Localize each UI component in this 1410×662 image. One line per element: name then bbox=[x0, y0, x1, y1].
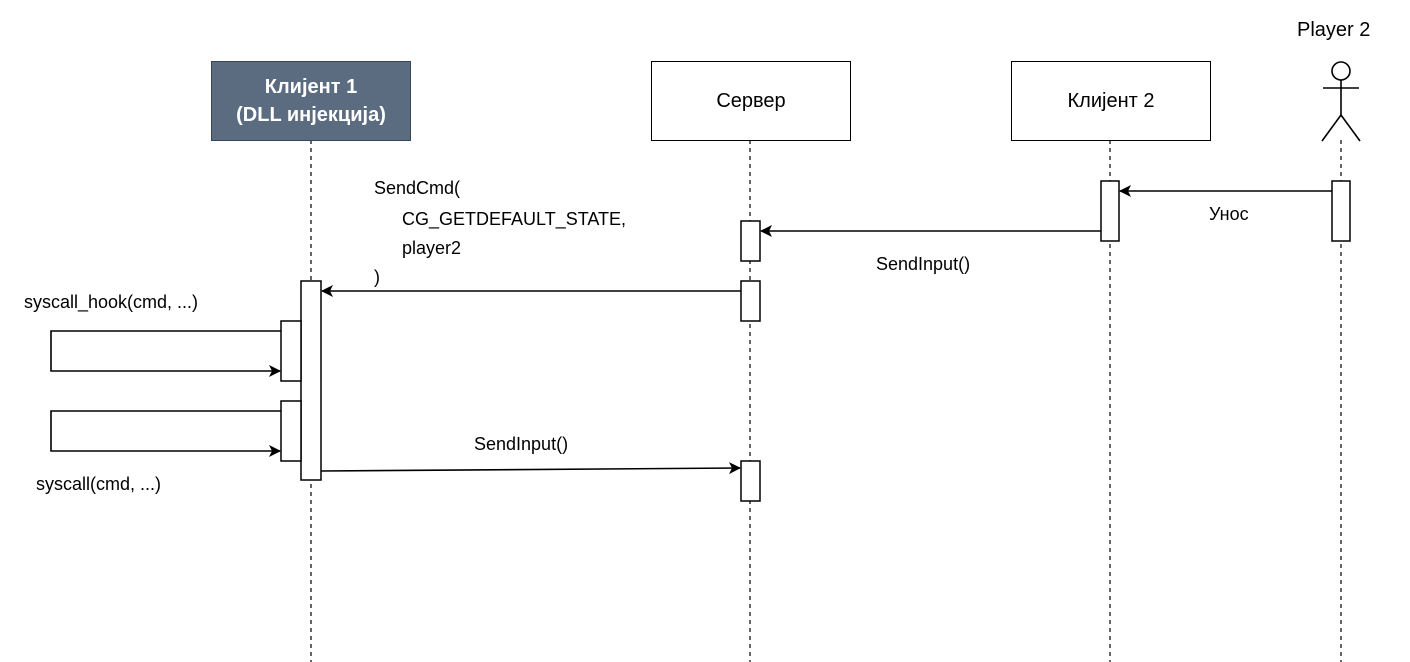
message-send-cmd-line-4: ) bbox=[374, 267, 380, 287]
activation-client2 bbox=[1100, 180, 1120, 242]
message-send-input-2-label: SendInput() bbox=[474, 434, 569, 454]
participant-player2-label: Player 2 bbox=[1297, 19, 1371, 41]
activation-client1-nested-1 bbox=[280, 320, 302, 382]
arrow-send-input-2 bbox=[320, 462, 741, 475]
message-send-input-1-label: SendInput() bbox=[876, 254, 971, 274]
participant-client2: Клијент 2 bbox=[1011, 61, 1211, 141]
activation-client1-nested-2 bbox=[280, 400, 302, 462]
message-input-label: Унос bbox=[1209, 204, 1249, 224]
arrow-syscall-hook bbox=[50, 330, 281, 377]
participant-client1-line2: (DLL инјекција) bbox=[236, 104, 386, 126]
activation-server-2 bbox=[740, 280, 761, 322]
participant-client1: Клијент 1 (DLL инјекција) bbox=[211, 61, 411, 141]
message-send-cmd-line-3: player2 bbox=[402, 238, 462, 258]
participant-client1-line1: Клијент 1 bbox=[264, 76, 358, 98]
activation-server-1 bbox=[740, 220, 761, 262]
message-syscall-hook-label: syscall_hook(cmd, ...) bbox=[24, 292, 199, 312]
participant-client2-label: Клијент 2 bbox=[1067, 89, 1155, 112]
message-send-cmd-line-2: CG_GETDEFAULT_STATE, bbox=[402, 209, 627, 229]
activation-player2 bbox=[1331, 180, 1351, 242]
message-syscall-label: syscall(cmd, ...) bbox=[36, 474, 162, 494]
stick-figure-actor-icon bbox=[1321, 61, 1361, 142]
activation-server-3 bbox=[740, 460, 761, 502]
message-send-cmd-line-1: SendCmd( bbox=[374, 178, 461, 198]
arrow-syscall bbox=[50, 410, 281, 457]
activation-client1-main bbox=[300, 280, 322, 481]
participant-client1-label: Клијент 1 (DLL инјекција) bbox=[236, 73, 386, 129]
participant-server: Сервер bbox=[651, 61, 851, 141]
participant-server-label: Сервер bbox=[716, 89, 786, 112]
